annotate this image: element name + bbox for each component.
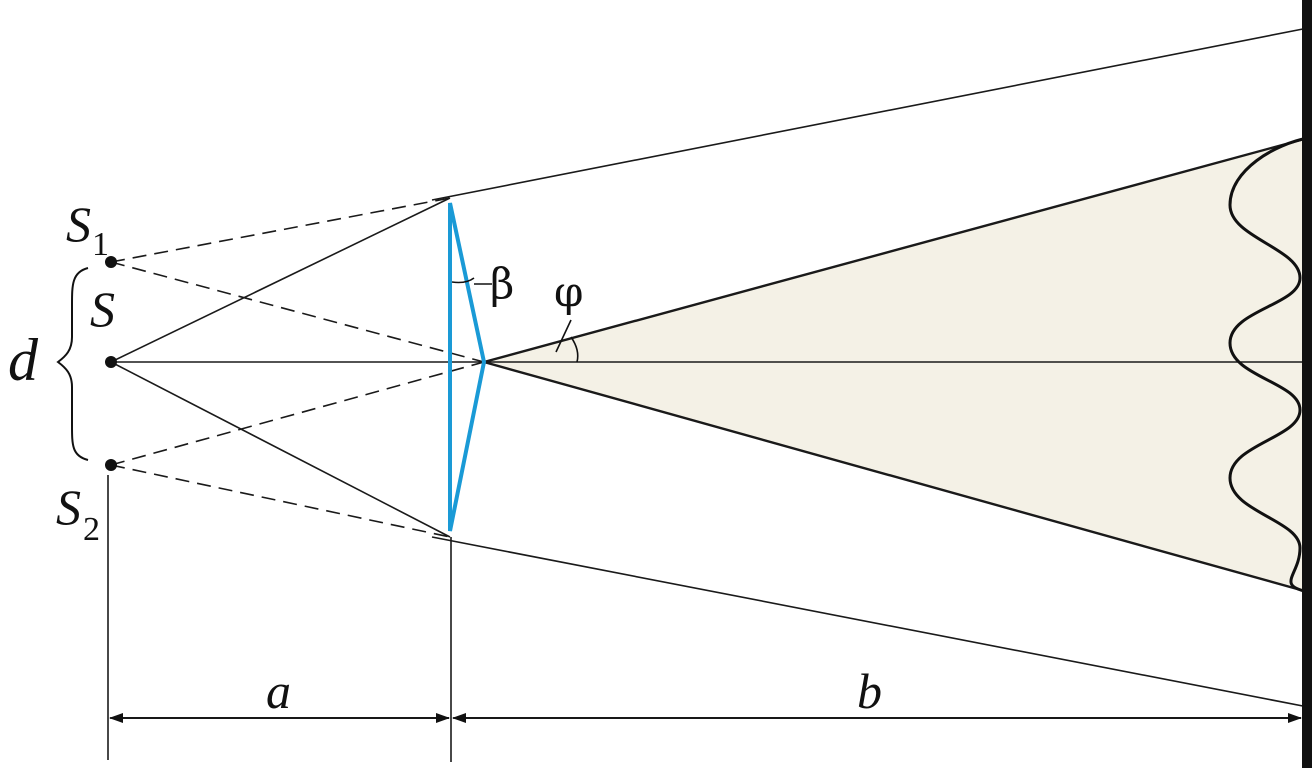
virtual-ray-s2-bottom <box>110 464 451 538</box>
label-d: d <box>8 327 39 393</box>
ray-prism-bottom-to-screen <box>431 536 1309 708</box>
ray-apex-to-screen-bottom <box>483 360 1309 594</box>
separation-brace <box>56 267 89 461</box>
label-phi: φ <box>554 267 583 316</box>
source-point-s <box>105 356 117 368</box>
screen-bar <box>1302 0 1312 768</box>
deflection-angle-arc <box>570 336 579 363</box>
label-s2-main: S <box>56 479 81 535</box>
label-b: b <box>857 663 882 719</box>
label-s1-main: S <box>66 196 91 252</box>
virtual-ray-s2-apex <box>110 361 485 466</box>
deflection-angle-pointer <box>555 319 572 353</box>
interference-region <box>484 138 1308 592</box>
ray-prism-top-to-screen <box>431 27 1309 201</box>
fringe-intensity-curve <box>1228 136 1309 594</box>
virtual-ray-s1-top <box>110 197 451 263</box>
label-beta: β <box>490 259 514 308</box>
virtual-source-point-s1 <box>105 256 117 268</box>
ray-apex-to-screen-top <box>483 136 1309 364</box>
virtual-ray-s1-apex <box>110 261 485 363</box>
biprism <box>448 202 487 532</box>
label-s2-sub: 2 <box>83 511 100 548</box>
virtual-source-point-s2 <box>105 459 117 471</box>
ray-source-to-prism-top <box>110 197 451 363</box>
label-s1-sub: 1 <box>92 226 109 263</box>
label-a: a <box>266 663 291 719</box>
prism-angle-arc <box>451 277 475 284</box>
label-s: S <box>90 281 115 337</box>
ray-source-to-prism-bottom <box>110 361 451 538</box>
